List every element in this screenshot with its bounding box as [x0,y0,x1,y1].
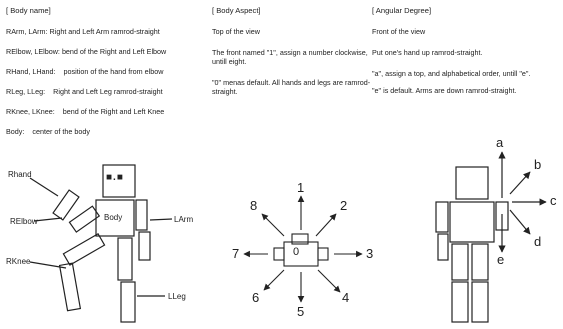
larm-upper [136,200,147,230]
rhand-label: Rhand [8,170,32,179]
larm-label: LArm [174,215,193,224]
top-view-right-arm [318,248,328,260]
direction-8-label: 8 [250,198,257,213]
front-view-leg-left-lower [452,282,468,322]
lleg-label: LLeg [168,292,186,301]
arrow-8 [262,214,284,236]
top-view-body [284,242,318,266]
angle-e-label: e [497,252,504,267]
front-view-leg-left [452,244,468,280]
rhand-pointer [30,178,58,196]
angle-d-label: d [534,234,541,249]
direction-7-label: 7 [232,246,239,261]
front-view-leg-right [472,244,488,280]
angle-b-label: b [534,157,541,172]
front-view-left-arm-upper [436,202,448,232]
front-view-head [456,167,488,199]
lleg-lower [121,282,135,322]
direction-4-label: 4 [342,290,349,305]
direction-6-label: 6 [252,290,259,305]
front-view-leg-right-lower [472,282,488,322]
angle-a-label: a [496,135,503,150]
robot-face: ■.■ [106,172,124,183]
relbow-label: RElbow [10,217,38,226]
arrow-d [510,210,530,234]
direction-2-label: 2 [340,198,347,213]
lleg-upper [118,238,132,280]
rarm-upper [69,206,99,232]
top-view-left-arm [274,248,284,260]
front-view-left-arm-lower [438,234,448,260]
arrow-b [510,172,530,194]
front-view-figure [436,152,546,322]
larm-lower [139,232,150,260]
angle-c-label: c [550,193,557,208]
arrow-2 [316,214,336,236]
body-label: Body [104,213,122,222]
relbow-pointer [34,218,62,221]
arrow-6 [264,270,284,290]
larm-pointer [150,219,172,220]
direction-5-label: 5 [297,304,304,319]
rhand-segment [53,190,79,220]
rknee-label: RKnee [6,257,30,266]
rknee-upper [63,234,104,265]
direction-1-label: 1 [297,180,304,195]
front-view-body [450,202,494,242]
direction-3-label: 3 [366,246,373,261]
center-zero-label: 0 [293,246,299,258]
robot-figure-left [30,165,172,322]
arrow-4 [318,270,340,292]
rleg-lower [60,263,81,311]
